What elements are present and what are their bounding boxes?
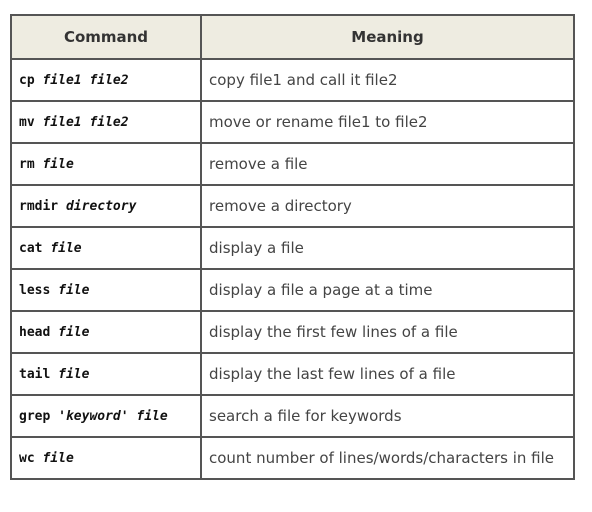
meaning-cell: display the first few lines of a file [200, 310, 575, 354]
meaning-cell: move or rename file1 to file2 [200, 100, 575, 144]
command-args: directory [65, 198, 137, 214]
command-cell: mv file1 file2 [10, 100, 202, 144]
command-cell: wc file [10, 436, 202, 480]
command-cell: less file [10, 268, 202, 312]
command-args: file1 file2 [42, 72, 129, 88]
command-cell: cat file [10, 226, 202, 270]
command-name: tail [19, 366, 51, 382]
table-row: rm file remove a file [10, 142, 575, 186]
table-row: mv file1 file2 move or rename file1 to f… [10, 100, 575, 144]
meaning-cell: display the last few lines of a file [200, 352, 575, 396]
command-args: file1 file2 [42, 114, 129, 130]
command-args: file [42, 450, 74, 466]
header-meaning: Meaning [200, 14, 575, 60]
command-args: 'keyword' file [58, 408, 168, 424]
table-row: cat file display a file [10, 226, 575, 270]
command-name: cp [19, 72, 35, 88]
table-row: cp file1 file2 copy file1 and call it fi… [10, 58, 575, 102]
meaning-cell: remove a file [200, 142, 575, 186]
command-cell: cp file1 file2 [10, 58, 202, 102]
table-row: head file display the first few lines of… [10, 310, 575, 354]
command-name: rm [19, 156, 35, 172]
meaning-cell: count number of lines/words/characters i… [200, 436, 575, 480]
table-header-row: Command Meaning [10, 14, 575, 60]
meaning-cell: copy file1 and call it file2 [200, 58, 575, 102]
command-name: mv [19, 114, 35, 130]
meaning-cell: search a file for keywords [200, 394, 575, 438]
command-cell: rmdir directory [10, 184, 202, 228]
command-name: rmdir [19, 198, 59, 214]
command-args: file [58, 282, 90, 298]
command-cell: head file [10, 310, 202, 354]
command-name: cat [19, 240, 43, 256]
command-cell: tail file [10, 352, 202, 396]
commands-table: Command Meaning cp file1 file2 copy file… [10, 14, 575, 480]
table-row: grep 'keyword' file search a file for ke… [10, 394, 575, 438]
header-command: Command [10, 14, 202, 60]
table-row: wc file count number of lines/words/char… [10, 436, 575, 480]
command-cell: rm file [10, 142, 202, 186]
table-row: less file display a file a page at a tim… [10, 268, 575, 312]
command-args: file [58, 324, 90, 340]
meaning-cell: remove a directory [200, 184, 575, 228]
command-name: less [19, 282, 51, 298]
command-cell: grep 'keyword' file [10, 394, 202, 438]
command-name: head [19, 324, 51, 340]
command-name: wc [19, 450, 35, 466]
command-args: file [42, 156, 74, 172]
table-row: tail file display the last few lines of … [10, 352, 575, 396]
command-args: file [58, 366, 90, 382]
meaning-cell: display a file a page at a time [200, 268, 575, 312]
command-args: file [50, 240, 82, 256]
table-row: rmdir directory remove a directory [10, 184, 575, 228]
command-name: grep [19, 408, 51, 424]
meaning-cell: display a file [200, 226, 575, 270]
